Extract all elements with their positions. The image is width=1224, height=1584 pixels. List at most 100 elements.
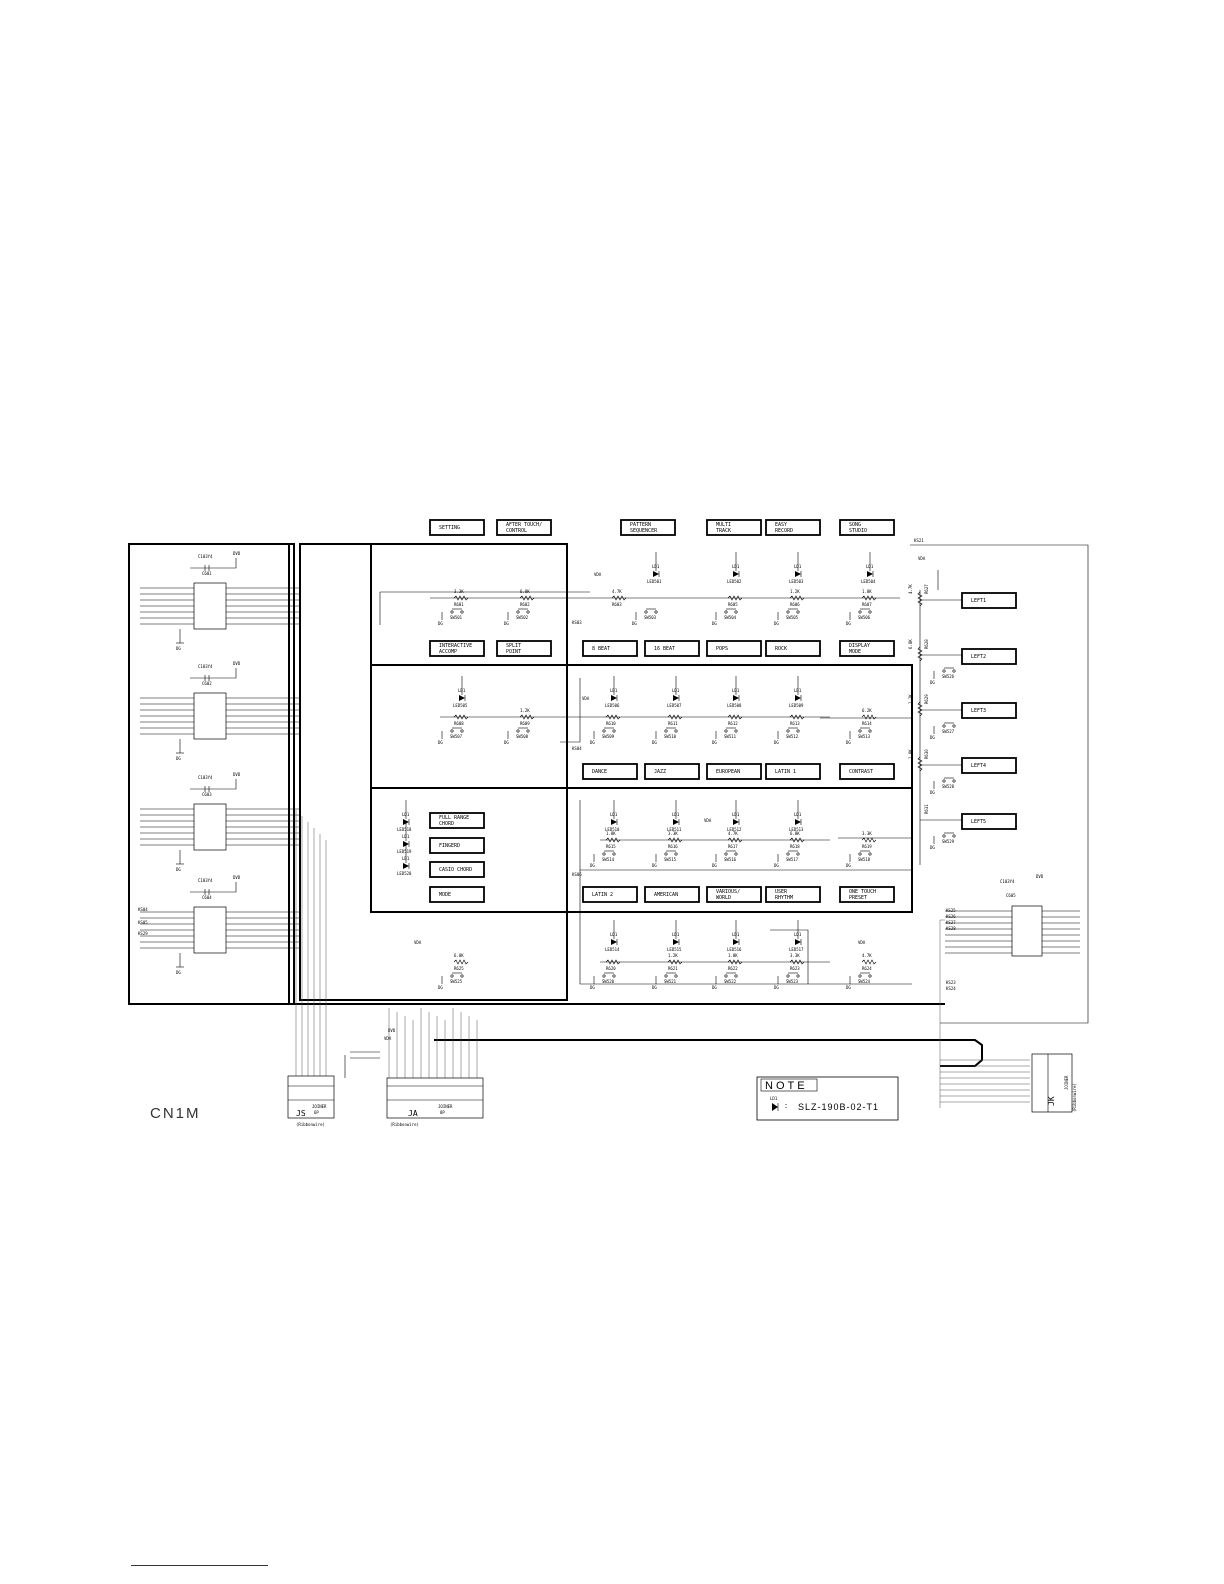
switch-ref: SW528 — [942, 784, 955, 789]
resistor-value: 3.3K — [454, 589, 464, 594]
led-ref: LED520 — [397, 871, 412, 876]
resistor: R610 — [605, 714, 621, 726]
ground-label: DG — [176, 646, 181, 651]
led-tag: LD1 — [866, 564, 874, 569]
cap-value: C103Y4 — [1000, 879, 1015, 884]
resistor: 6.8K — [908, 639, 923, 662]
button-text: VARIOUS/ — [716, 889, 740, 895]
button-text: RHYTHM — [775, 895, 793, 901]
resistor-value: 4.7K — [908, 584, 913, 594]
ground-label: DG — [652, 985, 657, 990]
net-label: VDA — [414, 940, 422, 945]
connector-js-note: (Ribbonwire) — [296, 1122, 325, 1127]
switch-ref: SW503 — [644, 615, 657, 620]
resistor-ref: R601 — [454, 602, 464, 607]
resistor-ref: R607 — [862, 602, 872, 607]
button-text: SEQUENCER — [630, 528, 658, 534]
resistor-value: 1.8K — [606, 831, 616, 836]
button-text: ONE TOUCH — [849, 889, 876, 895]
led-tag: LD1 — [794, 564, 802, 569]
resistor-value: 4.7K — [728, 831, 738, 836]
net-label: KS03 — [572, 620, 582, 625]
button-text: LEFT5 — [971, 819, 986, 825]
ground-label: DG — [846, 621, 851, 626]
resistor-value: 1.2K — [520, 708, 530, 713]
cap-ref: C602 — [202, 681, 212, 686]
led-tag: LD1 — [794, 812, 802, 817]
resistor-ref: R610 — [606, 721, 616, 726]
ground-label: DG — [774, 740, 779, 745]
cap-value: C103Y4 — [198, 878, 213, 883]
net-label: VDA — [384, 1036, 392, 1041]
net-label: VDA — [858, 940, 866, 945]
switch-ref: SW525 — [450, 979, 463, 984]
net-label: KS29 — [138, 931, 148, 936]
button-text: CONTRAST — [849, 769, 873, 775]
button-label-left1: LEFT1 — [961, 592, 1017, 609]
resistor-ref: R622 — [728, 966, 738, 971]
button-text: SETTING — [439, 525, 460, 531]
led-tag: LD1 — [402, 856, 410, 861]
switch-ref: SW529 — [942, 839, 955, 844]
ground-label: DG — [504, 621, 509, 626]
resistor-ref: R627 — [924, 584, 929, 594]
cap-ref: C603 — [202, 792, 212, 797]
supply-label: DVD — [233, 875, 241, 880]
button-text: MODE — [439, 892, 451, 898]
net-label: KS25 — [946, 908, 956, 913]
connector-ja: JA JOINER 8P (Ribbonwire) — [386, 1077, 484, 1127]
note-box: NOTE LD1 ∶ SLZ-190B-02-T1 — [756, 1076, 899, 1121]
connector-ja-note: (Ribbonwire) — [390, 1122, 419, 1127]
ground-label: DG — [846, 740, 851, 745]
led-tag: LD1 — [672, 688, 680, 693]
button-text: LATIN 2 — [592, 892, 613, 898]
button-label-various-world: VARIOUS/WORLD — [706, 886, 762, 903]
button-text: LEFT1 — [971, 598, 986, 604]
resistor: R620 — [605, 959, 621, 971]
button-label-european: EUROPEAN — [706, 763, 762, 780]
connector-ja-pins: 8P — [440, 1110, 445, 1115]
switch-ref: SW517 — [786, 857, 799, 862]
switch-ref: SW516 — [724, 857, 737, 862]
resistor: R612 — [727, 714, 743, 726]
button-text: 16 BEAT — [654, 646, 675, 652]
button-text: POPS — [716, 646, 728, 652]
button-text: MULTI — [716, 522, 731, 528]
button-text: LEFT2 — [971, 654, 986, 660]
resistor-value: 1.8K — [728, 953, 738, 958]
button-text: USER — [775, 889, 788, 895]
led-ref: LED509 — [789, 703, 804, 708]
led-tag: LD1 — [402, 834, 410, 839]
button-label-latin-1: LATIN 1 — [765, 763, 821, 780]
switch-ref: SW508 — [516, 734, 529, 739]
svg-text:∶: ∶ — [785, 1102, 788, 1111]
led-tag: LD1 — [672, 812, 680, 817]
bus-frames — [128, 543, 1089, 1067]
net-label: VDA — [704, 818, 712, 823]
resistor: 3.3K R601 — [453, 589, 469, 607]
note-symbol: LD1 — [770, 1096, 778, 1101]
resistor-ref: R609 — [520, 721, 530, 726]
